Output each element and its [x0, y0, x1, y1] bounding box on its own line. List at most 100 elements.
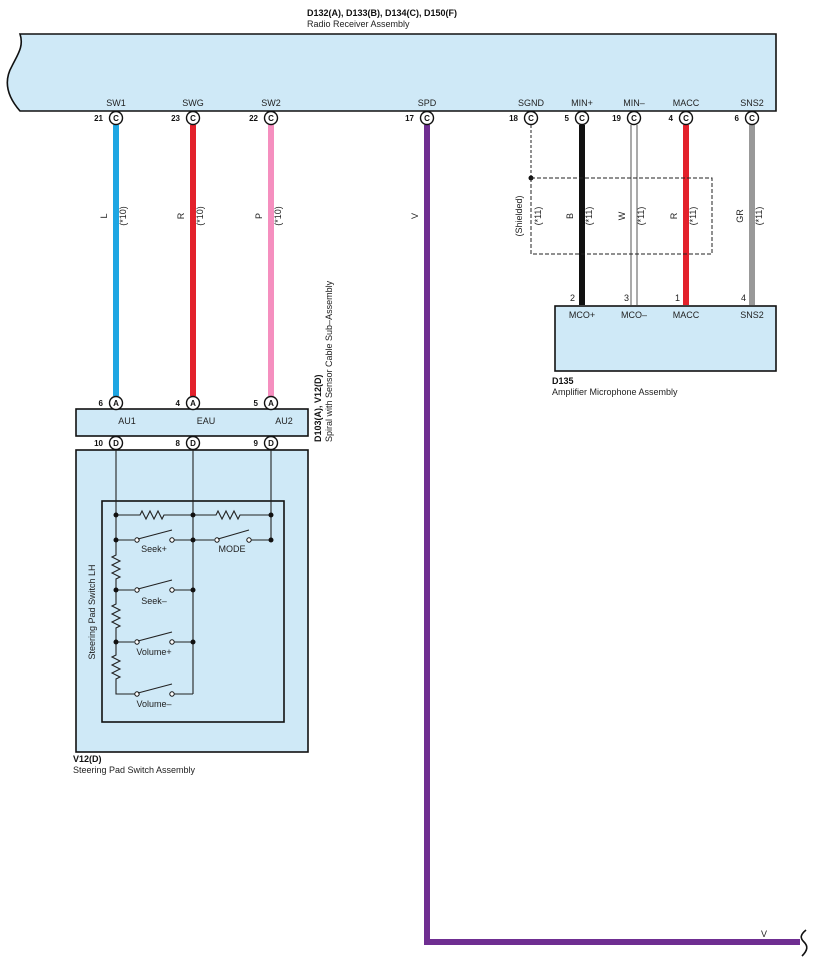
pin-circle: [744, 110, 760, 126]
mic-pin-label: MACC: [673, 310, 700, 320]
switch-label-mode: MODE: [219, 544, 246, 554]
amplifier-microphone-box: [554, 305, 777, 372]
switch-circuit: Seek+ MODE Seek– Volume+ Volume–: [110, 450, 274, 709]
mic-pin-label: MCO–: [621, 310, 647, 320]
pin-connector-letter: C: [113, 114, 119, 123]
pin-connector-letter: A: [113, 399, 119, 408]
shield-box: [530, 177, 713, 255]
pin-connector-letter: D: [190, 439, 196, 448]
wire-note-label: (*11): [584, 207, 594, 226]
wire-color-label: R: [669, 212, 679, 219]
pin-number: 9: [254, 439, 259, 448]
mic-pin-number: 1: [675, 293, 680, 303]
mic-pin-label: SNS2: [740, 310, 764, 320]
steering-inner-label: Steering Pad Switch LH: [87, 564, 97, 659]
wire-note-label: (*11): [636, 207, 646, 226]
wire-note-label: (*11): [754, 207, 764, 226]
pin-circle: [263, 110, 279, 126]
wire-color-label: L: [99, 213, 109, 218]
switch-contact: [169, 537, 175, 543]
pin-number: 23: [171, 114, 180, 123]
pin-circle: [108, 435, 124, 451]
pin-circle: [574, 110, 590, 126]
radio-pin-label: SGND: [518, 98, 545, 108]
wire-color-labels: L (*10) R (*10) P (*10) V (Shielded) (*1…: [99, 195, 764, 236]
wire-color-label: V: [410, 213, 420, 219]
pin-number: 10: [94, 439, 103, 448]
pin-connector-letter: C: [631, 114, 637, 123]
pin-number: 8: [176, 439, 181, 448]
pin-number: 22: [249, 114, 258, 123]
radio-connectors-label: D132(A), D133(B), D134(C), D150(F): [307, 8, 457, 18]
switch-contact: [246, 537, 252, 543]
pin-connector-letter: C: [528, 114, 534, 123]
pin-number: 17: [405, 114, 414, 123]
switch-lever: [137, 579, 173, 590]
switch-label-volume-plus: Volume+: [136, 647, 171, 657]
radio-pin-label: SW1: [106, 98, 126, 108]
pin-number: 4: [176, 399, 181, 408]
pin-connector-letter: D: [268, 439, 274, 448]
radio-pin-label: MACC: [673, 98, 700, 108]
radio-receiver-box: [6, 33, 777, 112]
junction-dot: [113, 587, 119, 593]
pin-circle: [523, 110, 539, 126]
pin-number: 5: [565, 114, 570, 123]
wire-note-label: (*11): [688, 207, 698, 226]
pin-connector-letter: A: [268, 399, 274, 408]
pin-connector-letter: C: [190, 114, 196, 123]
radio-pin-label: MIN–: [623, 98, 645, 108]
mic-pin-label: MCO+: [569, 310, 595, 320]
junction-dot: [113, 537, 119, 543]
switch-label-volume-minus: Volume–: [136, 699, 171, 709]
radio-pin-label: SPD: [418, 98, 437, 108]
radio-pin-label: SNS2: [740, 98, 764, 108]
junction-dot: [190, 512, 196, 518]
wire-note-label: (*10): [273, 206, 283, 226]
radio-pin-connectors: 21 C 23 C 22 C 17 C 18 C 5 C 19 C 4 C 6 …: [94, 110, 760, 126]
spiral-pin-label: EAU: [197, 416, 216, 426]
wire-color-label: W: [617, 211, 627, 220]
pin-circle: [185, 110, 201, 126]
mic-id-label: D135: [552, 376, 574, 386]
switch-label-seek-minus: Seek–: [141, 596, 167, 606]
wire-break-mark: [800, 929, 808, 957]
wire-color-label: B: [565, 213, 575, 219]
junction-dot: [113, 639, 119, 645]
spiral-pin-label: AU1: [118, 416, 136, 426]
junction-dot: [190, 639, 196, 645]
mic-pin-number: 4: [741, 293, 746, 303]
mic-name-label: Amplifier Microphone Assembly: [552, 387, 678, 397]
pin-number: 6: [99, 399, 104, 408]
pin-number: 6: [735, 114, 740, 123]
switch-label-seek-plus: Seek+: [141, 544, 167, 554]
spiral-cable-box: [75, 408, 309, 437]
junction-dot: [268, 537, 274, 543]
pin-number: 4: [669, 114, 674, 123]
wire-note-label: (*10): [118, 206, 128, 226]
spiral-name-label: Spiral with Sensor Cable Sub–Assembly: [324, 280, 334, 442]
switch-contact: [169, 691, 175, 697]
spiral-pin-label: AU2: [275, 416, 293, 426]
pin-number: 21: [94, 114, 103, 123]
junction-dot: [190, 537, 196, 543]
mic-pin-number: 2: [570, 293, 575, 303]
resistor-top-right: [193, 509, 271, 521]
junction-dot: [113, 512, 119, 518]
switch-lever: [137, 683, 173, 694]
switch-lever: [137, 529, 173, 540]
pin-connector-letter: C: [749, 114, 755, 123]
pin-circle: [419, 110, 435, 126]
pin-connector-letter: C: [268, 114, 274, 123]
pin-connector-letter: C: [424, 114, 430, 123]
pin-connector-letter: C: [683, 114, 689, 123]
resistor-ladder: [110, 515, 135, 695]
pin-circle: [626, 110, 642, 126]
pin-circle: [263, 435, 279, 451]
pin-circle: [108, 395, 124, 411]
pin-circle: [108, 110, 124, 126]
wire-note-label: (*11): [533, 207, 543, 226]
steering-name-label: Steering Pad Switch Assembly: [73, 765, 196, 775]
junction-dot: [190, 587, 196, 593]
